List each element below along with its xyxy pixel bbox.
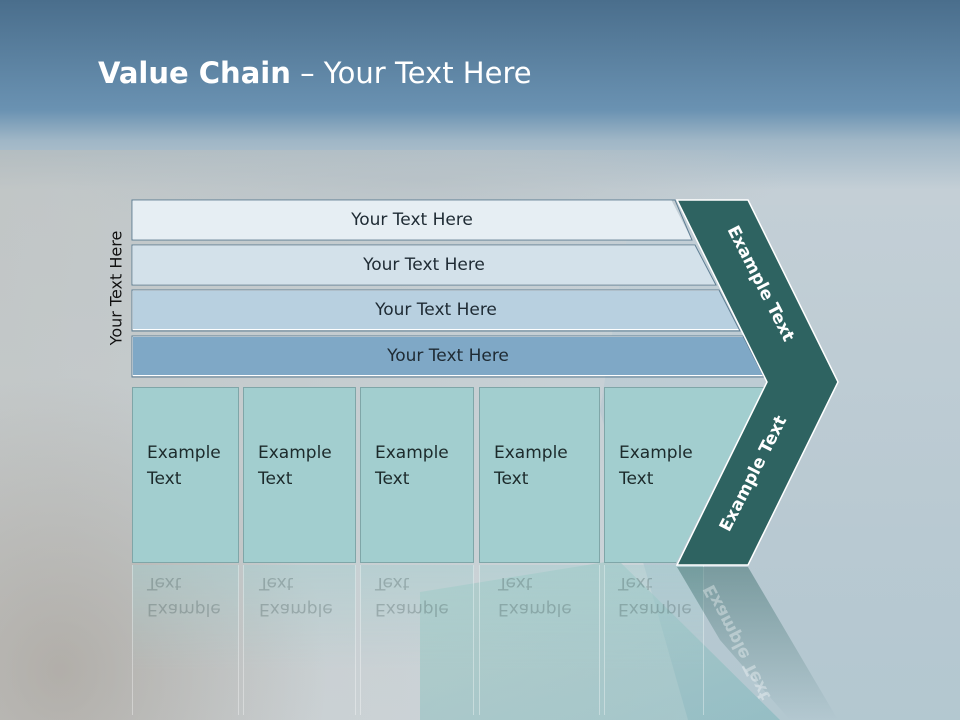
- box-reflection-4: [479, 565, 600, 715]
- primary-box-2-line2: Text: [258, 469, 293, 489]
- primary-box-1: Example Text: [132, 387, 239, 563]
- primary-box-4: Example Text: [479, 387, 600, 563]
- margin-chevron-shape: [675, 199, 839, 566]
- slide-title: Value Chain – Your Text Here: [98, 56, 532, 90]
- primary-box-5-line2: Text: [619, 469, 654, 489]
- primary-box-3-line1: Example: [375, 443, 449, 463]
- slide-title-bold: Value Chain: [98, 56, 291, 90]
- margin-chevron-reflection: [677, 567, 838, 720]
- box-reflection-1: [132, 565, 239, 715]
- primary-box-4-line2: Text: [494, 469, 529, 489]
- primary-box-3-line2: Text: [375, 469, 410, 489]
- primary-box-1-line2: Text: [147, 469, 182, 489]
- primary-box-2-line1: Example: [258, 443, 332, 463]
- box-reflection-5: [604, 565, 704, 715]
- primary-box-4-line1: Example: [494, 443, 568, 463]
- box-reflection-3: [360, 565, 474, 715]
- primary-box-1-line1: Example: [147, 443, 221, 463]
- primary-box-5-line1: Example: [619, 443, 693, 463]
- primary-box-2: Example Text: [243, 387, 356, 563]
- slide-title-rest: – Your Text Here: [290, 56, 532, 90]
- primary-box-3: Example Text: [360, 387, 474, 563]
- box-reflection-2: [243, 565, 356, 715]
